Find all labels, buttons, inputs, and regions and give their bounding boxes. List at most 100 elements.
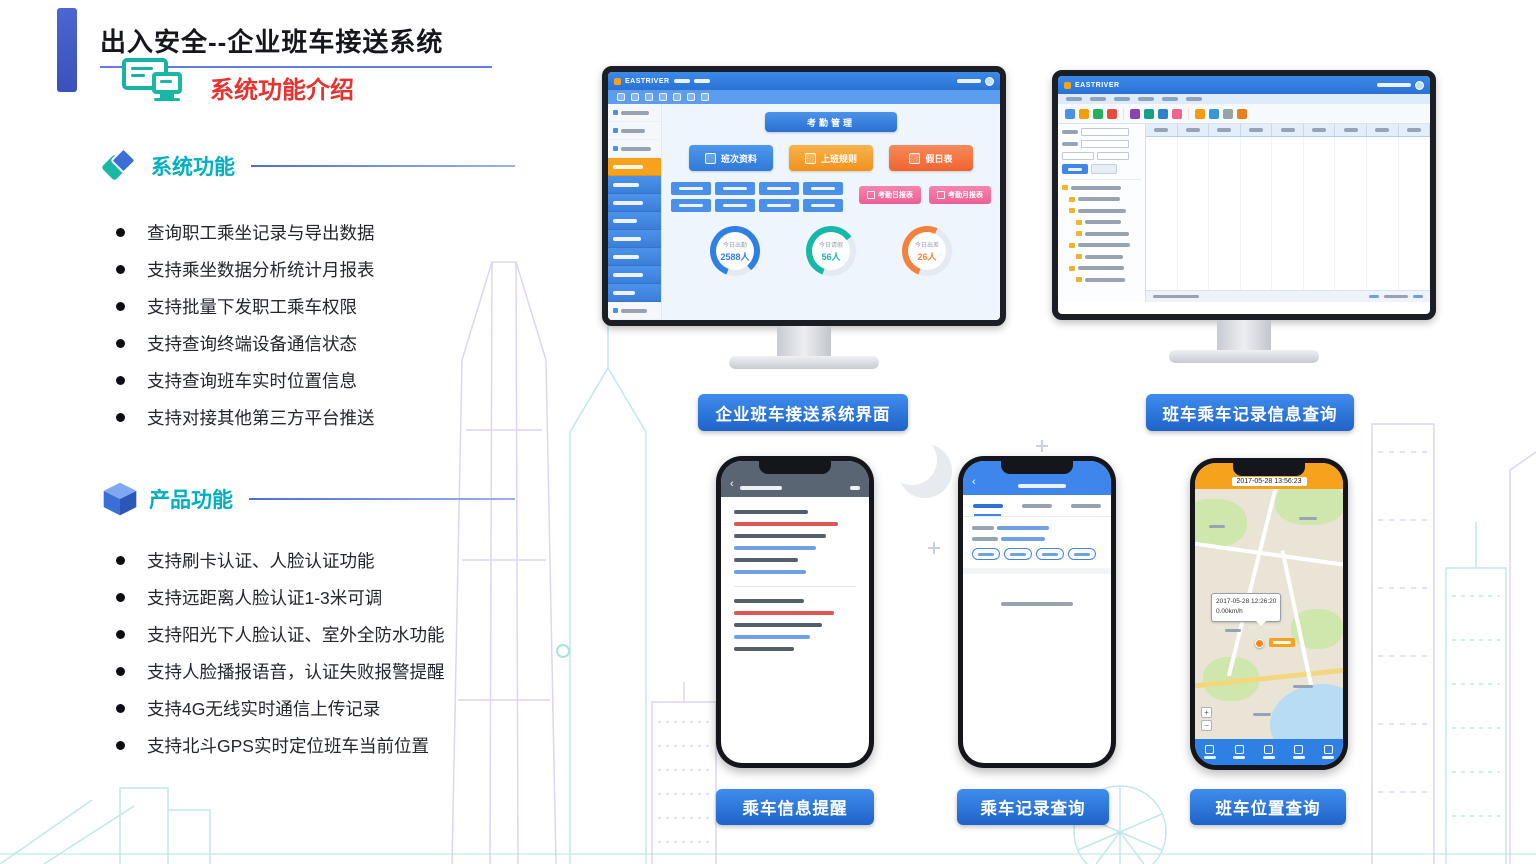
- sidebar-item[interactable]: [608, 302, 661, 320]
- sidebar-item[interactable]: [608, 176, 661, 194]
- bullet-dot: [116, 629, 125, 639]
- notification-card[interactable]: [734, 599, 856, 651]
- toolbar-icon[interactable]: [1223, 108, 1233, 119]
- toolbar-icon[interactable]: [1093, 108, 1103, 119]
- zoom-in-button[interactable]: +: [1201, 707, 1212, 718]
- tree-node[interactable]: [1076, 254, 1141, 259]
- nav-item[interactable]: [1195, 739, 1225, 765]
- toolbar-icon[interactable]: [1107, 108, 1117, 119]
- column-header[interactable]: [1304, 124, 1336, 136]
- sidebar-item[interactable]: [608, 212, 661, 230]
- user-avatar[interactable]: [1415, 80, 1424, 90]
- sidebar-item-active[interactable]: [608, 158, 661, 176]
- filter-input[interactable]: [1081, 128, 1129, 136]
- sidebar-item[interactable]: [608, 104, 661, 122]
- app-shortcut-icon[interactable]: [617, 93, 625, 101]
- toolbar-icon[interactable]: [1195, 108, 1205, 119]
- shift-data-button[interactable]: 班次资料: [689, 145, 773, 171]
- toolbar-icon[interactable]: [1079, 108, 1089, 119]
- date-from-input[interactable]: [1062, 152, 1094, 160]
- caption-record-query: 班车乘车记录信息查询: [1146, 394, 1354, 431]
- user-avatar[interactable]: [985, 76, 994, 86]
- column-header[interactable]: [1272, 124, 1304, 136]
- sidebar-item[interactable]: [608, 230, 661, 248]
- toolbar-icon[interactable]: [1144, 108, 1154, 119]
- registration-button[interactable]: [671, 199, 711, 212]
- bubble-time: 2017-05-28 12:26:20: [1216, 598, 1277, 605]
- bullet-dot: [116, 666, 125, 676]
- toolbar-icon[interactable]: [1158, 108, 1168, 119]
- sidebar-item[interactable]: [608, 248, 661, 266]
- column-header[interactable]: [1146, 124, 1178, 136]
- monthly-report-button[interactable]: 考勤月报表: [929, 186, 991, 204]
- toolbar-icon[interactable]: [1172, 108, 1182, 119]
- daily-report-button[interactable]: 考勤日报表: [859, 186, 921, 204]
- tree-node[interactable]: [1062, 185, 1141, 190]
- bullet-dot: [116, 592, 125, 602]
- sidebar-item[interactable]: [608, 122, 661, 140]
- app-shortcut-icon[interactable]: [645, 93, 653, 101]
- query-button[interactable]: [1062, 164, 1088, 174]
- toolbar-icon[interactable]: [1130, 108, 1140, 119]
- toolbar-icon[interactable]: [1237, 108, 1247, 119]
- tree-node[interactable]: [1076, 231, 1141, 236]
- filter-input[interactable]: [1081, 140, 1129, 148]
- registration-button[interactable]: [715, 199, 755, 212]
- zoom-out-button[interactable]: −: [1201, 720, 1212, 731]
- sidebar-item[interactable]: [608, 266, 661, 284]
- bus-marker-icon[interactable]: [1255, 639, 1264, 648]
- app-shortcut-icon[interactable]: [673, 93, 681, 101]
- registration-button[interactable]: [803, 182, 843, 195]
- tree-node[interactable]: [1069, 265, 1141, 271]
- sidebar-item[interactable]: [608, 140, 661, 158]
- registration-button[interactable]: [759, 182, 799, 195]
- tree-node[interactable]: [1076, 277, 1141, 282]
- tree-node[interactable]: [1069, 242, 1141, 248]
- section-title: 系统功能: [151, 156, 235, 179]
- nav-item[interactable]: [1254, 739, 1284, 765]
- app-title-bar: EASTRIVER: [1058, 76, 1430, 94]
- registration-button[interactable]: [759, 199, 799, 212]
- column-header[interactable]: [1367, 124, 1399, 136]
- nav-item[interactable]: [1313, 739, 1343, 765]
- column-header[interactable]: [1399, 124, 1430, 136]
- column-header[interactable]: [1241, 124, 1273, 136]
- vehicle-info-bubble: 2017-05-28 12:26:20 0.00km/h: [1211, 593, 1282, 626]
- registration-button[interactable]: [803, 199, 843, 212]
- work-rule-button[interactable]: 上班规则: [789, 145, 873, 171]
- registration-button[interactable]: [671, 182, 711, 195]
- app-shortcut-icon[interactable]: [631, 93, 639, 101]
- app-shortcut-icon[interactable]: [687, 93, 695, 101]
- sidebar-item[interactable]: [608, 194, 661, 212]
- back-arrow-icon[interactable]: ‹: [730, 478, 734, 490]
- filter-pill[interactable]: [1036, 548, 1064, 560]
- reset-button[interactable]: [1091, 164, 1117, 174]
- filter-pill[interactable]: [972, 548, 1000, 560]
- date-to-input[interactable]: [1097, 152, 1129, 160]
- map-view[interactable]: 2017-05-28 12:26:20 0.00km/h + −: [1195, 489, 1343, 739]
- holiday-table-button[interactable]: 假日表: [889, 145, 973, 171]
- tab-item[interactable]: [1062, 495, 1111, 516]
- tab-item-active[interactable]: [963, 495, 1012, 516]
- toolbar-icon[interactable]: [1209, 108, 1219, 119]
- column-header[interactable]: [1178, 124, 1210, 136]
- app-shortcut-icon[interactable]: [701, 93, 709, 101]
- tree-node[interactable]: [1076, 219, 1141, 225]
- app-shortcut-icon[interactable]: [659, 93, 667, 101]
- nav-item[interactable]: [1225, 739, 1255, 765]
- notification-card[interactable]: [734, 510, 856, 574]
- column-header[interactable]: [1335, 124, 1367, 136]
- sidebar-item[interactable]: [608, 284, 661, 302]
- back-arrow-icon[interactable]: ‹: [972, 476, 976, 488]
- registration-button[interactable]: [715, 182, 755, 195]
- tree-node[interactable]: [1069, 208, 1141, 213]
- filter-pill[interactable]: [1068, 548, 1096, 560]
- toolbar-icon[interactable]: [1065, 108, 1075, 119]
- column-header[interactable]: [1209, 124, 1241, 136]
- tab-item[interactable]: [1012, 495, 1061, 516]
- product-features-heading: 产品功能: [103, 482, 515, 516]
- tree-node[interactable]: [1069, 196, 1141, 202]
- nav-item[interactable]: [1284, 739, 1314, 765]
- filter-pill[interactable]: [1004, 548, 1032, 560]
